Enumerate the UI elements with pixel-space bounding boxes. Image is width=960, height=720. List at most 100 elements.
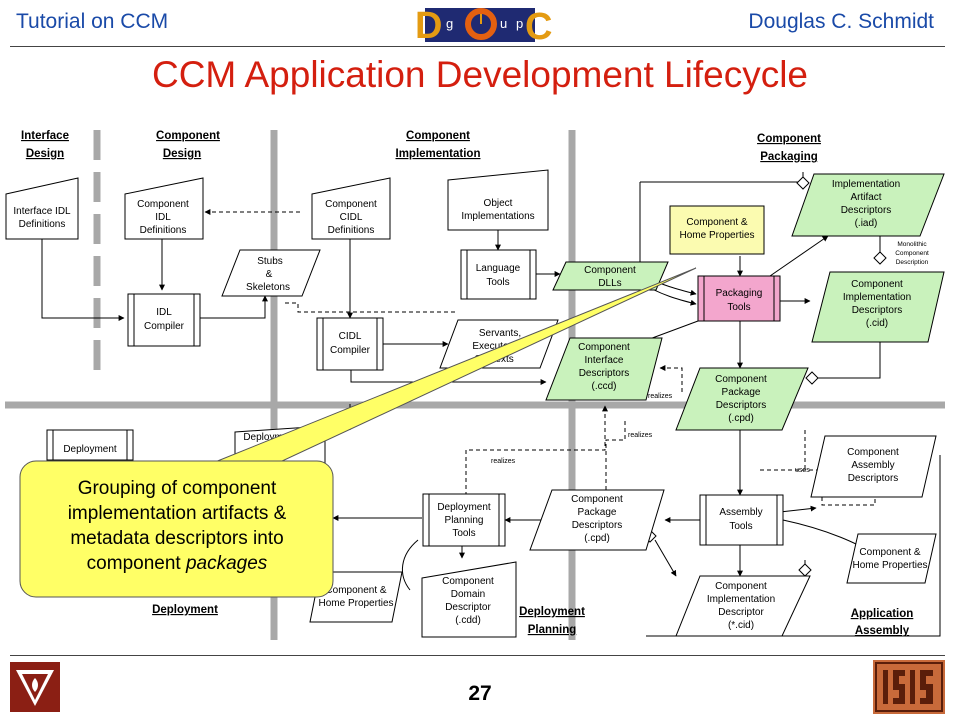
node-domain-desc-shape <box>421 561 517 638</box>
node-cpd-lower-l2: Package <box>578 507 617 518</box>
logo-letter-d: D <box>415 5 442 46</box>
edge-label-realizes-3: realizes <box>491 458 516 465</box>
header-course-title: Tutorial on CCM <box>16 10 169 33</box>
node-cid-l4: (.cid) <box>866 318 888 329</box>
node-cpd-shape <box>675 367 809 431</box>
logo-letter-p: p <box>516 16 523 31</box>
node-servants-shape <box>439 319 559 369</box>
node-cid-l1: Component <box>851 279 903 290</box>
phase-component-design-l1: Component <box>156 130 220 142</box>
slide-title: CCM Application Development Lifecycle <box>151 54 809 95</box>
node-iad-l2: Artifact <box>850 192 881 203</box>
phase-application-assembly-l2: Assembly <box>855 625 910 637</box>
node-component-cidl-shape <box>311 177 391 240</box>
node-interface-idl-l2: Definitions <box>19 219 66 230</box>
node-assembly-desc-l1: Component <box>847 447 899 458</box>
isis-logo <box>873 660 945 714</box>
edge-label-realizes-1: realizes <box>648 393 673 400</box>
node-iad-l3: Descriptors <box>841 205 892 216</box>
aggregation-diamonds <box>643 176 887 577</box>
node-home-props-right-l1: Component & <box>859 547 920 558</box>
node-component-idl-shape <box>124 177 204 240</box>
dashed-connectors <box>204 209 876 506</box>
node-language-tools-l1: Language <box>476 263 521 274</box>
node-cpd-lower-l3: Descriptors <box>572 520 623 531</box>
node-component-cidl-l1: Component <box>325 199 377 210</box>
node-packaging-tools-l2: Tools <box>727 302 750 313</box>
page-number: 27 <box>468 682 492 705</box>
node-ccd-l1: Component <box>578 342 630 353</box>
node-impl-desc-bottom-l2: Implementation <box>707 594 775 605</box>
node-component-dlls-l1: Component <box>584 265 636 276</box>
node-language-tools-l2: Tools <box>486 277 509 288</box>
node-home-props-right-shape <box>846 533 937 584</box>
node-home-props-top-l2: Home Properties <box>679 230 754 241</box>
note-monolithic-l1: Monolithic <box>897 241 927 248</box>
callout-line-4: component packages <box>24 551 330 576</box>
phase-component-impl-l2: Implementation <box>396 148 481 160</box>
node-servants-l1: Servants, <box>479 328 521 339</box>
phase-component-impl-l1: Component <box>406 130 470 142</box>
node-cpd-l1: Component <box>715 374 767 385</box>
node-impl-desc-bottom-shape <box>675 575 811 637</box>
phase-interface-design-l1: Interface <box>21 130 69 142</box>
logo-letter-c: C <box>525 6 552 46</box>
node-iad-l4: (.iad) <box>855 218 878 229</box>
edge-label-uses: uses <box>795 467 810 474</box>
node-component-cidl-l2: CIDL <box>340 212 363 223</box>
node-component-idl-l3: Definitions <box>140 225 187 236</box>
node-deployment-tools-l1: Deployment <box>63 444 117 455</box>
node-object-impl-l1: Object <box>484 198 513 209</box>
phase-deployment-planning-l1: Deployment <box>519 606 585 618</box>
callout-line-4-emphasis: packages <box>185 553 268 574</box>
callout-line-1: Grouping of component <box>77 478 277 499</box>
node-impl-desc-bottom-l4: (*.cid) <box>728 620 754 631</box>
node-dep-planning-tools-shape <box>422 493 506 547</box>
node-home-props-top-shape <box>669 205 765 255</box>
node-object-impl-l2: Implementations <box>461 211 534 222</box>
node-cpd-l2: Package <box>722 387 761 398</box>
phase-deployment: Deployment <box>152 604 218 616</box>
node-packaging-tools-l1: Packaging <box>716 288 763 299</box>
node-idl-compiler-shape <box>127 293 201 347</box>
node-deployment-tools-shape <box>46 429 134 461</box>
node-deployment-plans-l1: Deployment <box>243 432 297 443</box>
phase-component-packaging-l2: Packaging <box>760 151 818 163</box>
logo-letter-g: g <box>446 16 453 31</box>
node-component-cidl-l3: Definitions <box>328 225 375 236</box>
node-ccd-l3: Descriptors <box>579 368 630 379</box>
header-rule <box>10 46 945 47</box>
node-dep-planning-tools-l1: Deployment <box>437 502 491 513</box>
node-impl-desc-bottom-l3: Descriptor <box>718 607 764 618</box>
node-idl-compiler-l1: IDL <box>156 307 172 318</box>
node-assembly-desc-shape <box>810 435 937 498</box>
node-stubs-l1: Stubs <box>257 256 283 267</box>
logo-letter-u: u <box>500 16 507 31</box>
node-interface-idl-shape <box>5 177 79 240</box>
node-iad-l1: Implementation <box>832 179 900 190</box>
node-component-idl-l1: Component <box>137 199 189 210</box>
footer-rule <box>10 655 945 656</box>
callout-line-4-prefix: component <box>86 553 186 574</box>
node-iad-shape <box>791 173 945 237</box>
node-packaging-tools-shape <box>697 275 781 322</box>
node-cidl-compiler-l1: CIDL <box>339 331 362 342</box>
phase-labels: Interface Design Component Design Compon… <box>21 130 913 637</box>
phase-interface-design-l2: Design <box>26 148 64 160</box>
node-cpd-lower-l4: (.cpd) <box>584 533 610 544</box>
node-home-props-bottom-l2: Home Properties <box>318 598 393 609</box>
node-stubs-l3: Skeletons <box>246 282 290 293</box>
tool-boxes <box>46 249 784 547</box>
edge-label-realizes-2: realizes <box>628 432 653 439</box>
callout-bubble <box>19 460 334 598</box>
node-cid-l3: Descriptors <box>852 305 903 316</box>
node-domain-desc-l2: Domain <box>451 589 485 600</box>
note-monolithic-l3: Description <box>896 259 929 266</box>
vanderbilt-logo <box>10 662 60 712</box>
node-assembly-desc-l3: Descriptors <box>848 473 899 484</box>
node-dep-planning-tools-l3: Tools <box>452 528 475 539</box>
node-ccd-l2: Interface <box>585 355 624 366</box>
node-home-props-right-l2: Home Properties <box>852 560 927 571</box>
node-domain-desc-l4: (.cdd) <box>455 615 481 626</box>
phase-application-assembly-l1: Application <box>851 608 914 620</box>
